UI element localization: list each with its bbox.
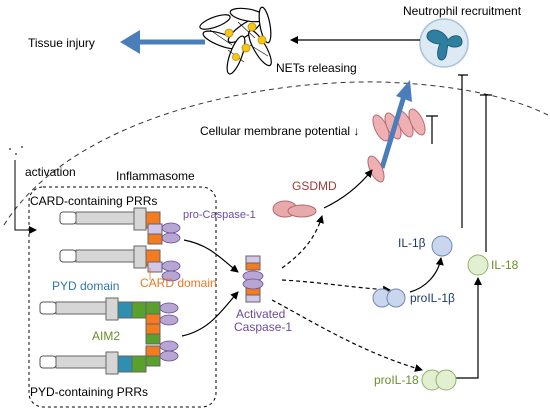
activated-caspase-icon [242, 255, 264, 303]
caspase-label: Caspase-1 [234, 320, 292, 334]
gsdmd-to-pore-arrow [323, 169, 373, 209]
caspase-to-gsdmd-arrow [281, 215, 324, 269]
tissue-injury-label: Tissue injury [28, 36, 95, 50]
pyd-prr-2 [39, 345, 161, 375]
pyd-domain-label: PYD domain [52, 279, 119, 293]
card-prr-2 [59, 245, 161, 269]
gsdmd-label: GSDMD [292, 179, 337, 193]
caspase-to-proil1b-arrow [281, 279, 391, 294]
pyd-prr-1 [39, 297, 147, 321]
aim2-label: AIM2 [92, 329, 120, 343]
cell-membrane [3, 81, 549, 226]
pro-caspase-1-stack [147, 222, 181, 282]
il1b-label: IL-1β [398, 236, 426, 250]
activation-dots [9, 146, 23, 155]
proil1b-label: proIL-1β [410, 291, 455, 305]
card-prr-1 [59, 207, 161, 231]
card-domain-label: CARD domain [140, 276, 217, 290]
proil1b-to-il1b-arrow [409, 257, 444, 293]
activated-label: Activated [236, 307, 285, 321]
il18-icon [467, 254, 489, 276]
neutrophil-recruitment-label: Neutrophil recruitment [403, 4, 522, 18]
aim2-stack [145, 301, 179, 362]
nets-releasing-label: NETs releasing [276, 61, 357, 75]
il1b-to-neutrophil-line [458, 74, 468, 228]
membrane-pore-icon [367, 80, 426, 183]
il18-to-neutrophil-line [480, 94, 492, 252]
proil18-icon [421, 369, 457, 391]
membrane-potential-label: Cellular membrane potential ↓ [200, 124, 359, 138]
nets-icon [199, 6, 272, 75]
il18-label: IL-18 [491, 258, 519, 272]
card-to-caspase-arrow [183, 239, 239, 273]
pyd-prrs-label: PYD-containing PRRs [30, 385, 148, 399]
aim2-to-caspase-arrow [181, 291, 239, 337]
pore-to-neutrophil-line [426, 115, 438, 144]
inflammasome-label: Inflammasome [116, 169, 195, 183]
inflammasome-box [28, 186, 217, 408]
activation-label: activation [25, 165, 76, 179]
neutrophil-icon [419, 18, 469, 68]
proil18-to-il18-arrow [452, 277, 482, 379]
caspase-to-proil18-arrow [271, 299, 423, 372]
proil18-label: proIL-18 [374, 373, 419, 387]
proil1b-icon [372, 288, 406, 308]
il1b-icon [431, 235, 453, 257]
tissue-injury-arrow [120, 30, 205, 54]
pro-caspase-label: pro-Caspase-1 [183, 209, 256, 221]
gsdmd-icon [272, 200, 317, 218]
card-prrs-label: CARD-containing PRRs [30, 194, 157, 208]
